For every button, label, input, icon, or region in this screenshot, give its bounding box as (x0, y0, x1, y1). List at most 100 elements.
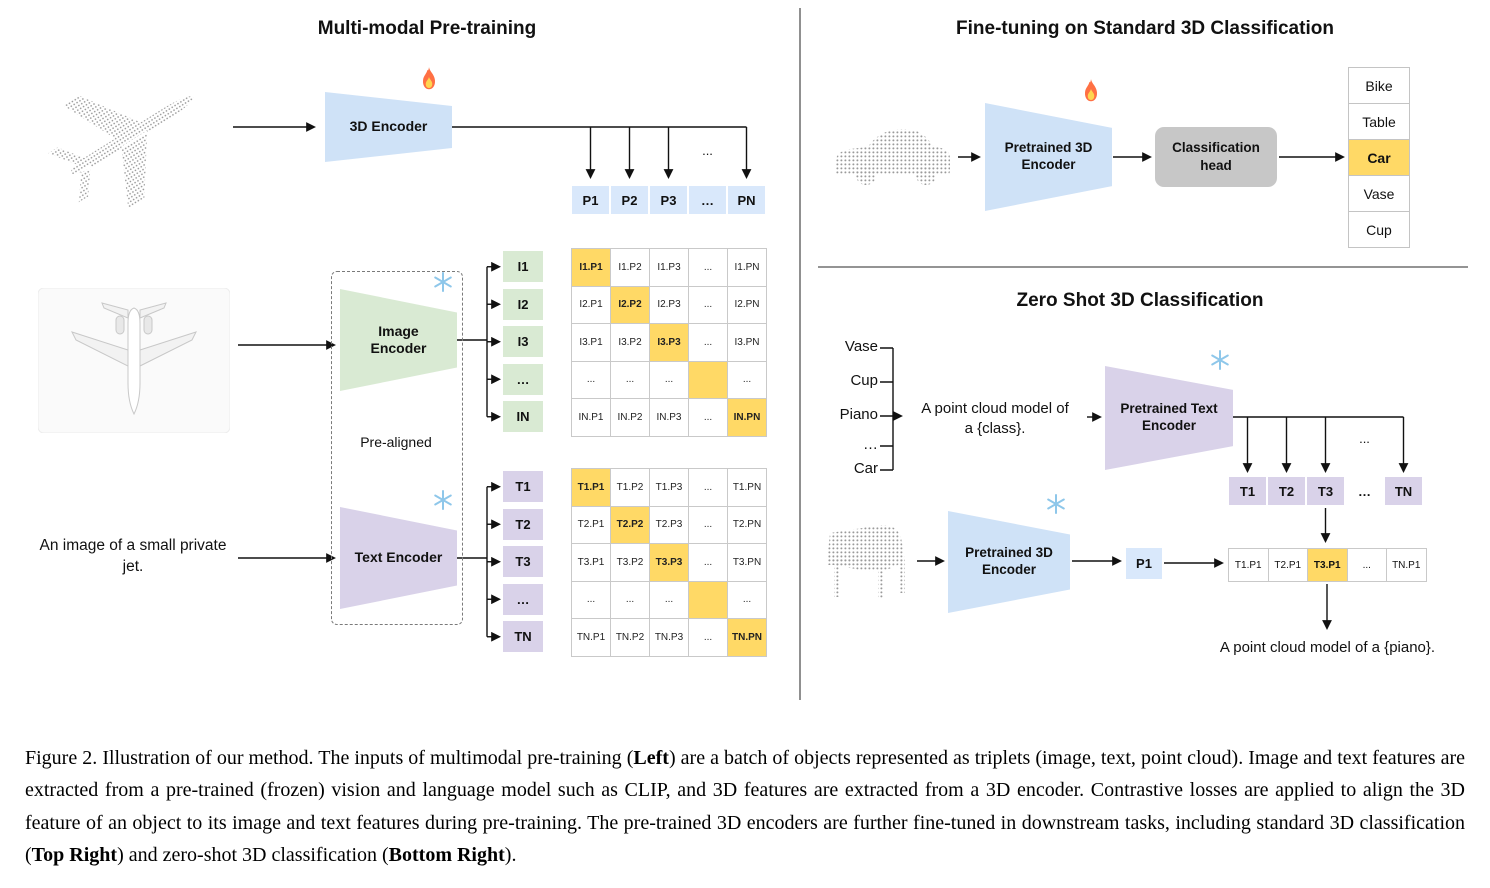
prompt-line2: a {class}. (964, 420, 1026, 438)
sim-cell: T2.P1 (1268, 548, 1308, 582)
snowflake-icon (1047, 494, 1065, 514)
class-row: Vase (1348, 175, 1410, 212)
sim-cell-highlighted: T3.P1 (1308, 548, 1348, 582)
classification-head-block: Classification head (1155, 127, 1277, 187)
matrix-cell: ... (689, 249, 728, 287)
matrix-cell: T2.P2 (611, 506, 650, 544)
matrix-cell: IN.P2 (611, 399, 650, 437)
matrix-cell: I3.P3 (650, 324, 689, 362)
ellipsis-label: ... (1359, 431, 1370, 446)
matrix-cell (689, 581, 728, 619)
matrix-cell: ... (728, 361, 767, 399)
zero-shot-similarity-row: T1.P1 T2.P1 T3.P1 ... TN.P1 (1228, 548, 1427, 582)
matrix-cell: IN.P1 (572, 399, 611, 437)
caption-text: ) are a batch of objects represented as … (25, 747, 1465, 867)
p-cell: P3 (649, 185, 688, 215)
matrix-cell: I2.P2 (611, 286, 650, 324)
sim-cell: TN.P1 (1387, 548, 1427, 582)
matrix-cell: I3.P1 (572, 324, 611, 362)
matrix-cell: I3.P2 (611, 324, 650, 362)
t-label: … (503, 583, 543, 615)
caption-text: ). (504, 844, 517, 867)
t-label: T2 (503, 508, 543, 540)
caption-text: ) and zero-shot 3D classification ( (117, 844, 389, 867)
ellipsis-label: ... (702, 143, 713, 158)
matrix-cell: T3.PN (728, 544, 767, 582)
matrix-cell: I1.P3 (650, 249, 689, 287)
p-cell: P2 (610, 185, 649, 215)
matrix-cell: ... (611, 361, 650, 399)
snowflake-icon (1211, 350, 1229, 370)
text-encoder-label: Text Encoder (354, 549, 443, 566)
bottom-right-section-title: Zero Shot 3D Classification (1016, 290, 1264, 311)
caption-bold-top-right: Top Right (31, 844, 118, 867)
zero-shot-result-text: A point cloud model of a {piano}. (1219, 639, 1436, 656)
p-cell: P1 (571, 185, 610, 215)
zero-shot-class-label: Vase (844, 338, 878, 355)
3d-encoder-block: 3D Encoder (325, 92, 452, 162)
caption-bold-bottom-right: Bottom Right (388, 844, 505, 867)
matrix-cell: T2.PN (728, 506, 767, 544)
matrix-cell: ... (689, 544, 728, 582)
pre-aligned-box (331, 271, 463, 625)
pre-aligned-label: Pre-aligned (360, 434, 432, 450)
t-cell: T2 (1267, 476, 1306, 506)
t-cell: T1 (1228, 476, 1267, 506)
zero-shot-class-label: Cup (850, 372, 878, 389)
matrix-cell: T3.P2 (611, 544, 650, 582)
piano-point-cloud-image (828, 525, 905, 599)
i-label: IN (503, 401, 543, 433)
matrix-cell: IN.P3 (650, 399, 689, 437)
class-row-highlighted: Car (1348, 139, 1410, 176)
matrix-cell: I2.P1 (572, 286, 611, 324)
matrix-cell: ... (728, 581, 767, 619)
classification-head-label: Classification head (1172, 140, 1260, 173)
i-label: I2 (503, 288, 543, 320)
i-label: … (503, 363, 543, 395)
matrix-cell: ... (689, 399, 728, 437)
pretrained-text-encoder-block: Pretrained Text Encoder (1105, 366, 1233, 470)
zero-shot-class-label: Car (853, 460, 878, 477)
jet-photo-image (38, 288, 230, 433)
pretrained-3d-encoder-label: Pretrained 3D Encoder (1004, 140, 1093, 172)
class-row: Cup (1348, 211, 1410, 248)
matrix-cell: ... (572, 361, 611, 399)
text-feature-labels: T1 T2 T3 … TN (503, 468, 543, 656)
matrix-cell: ... (689, 506, 728, 544)
snowflake-icon (434, 490, 452, 510)
matrix-cell: I1.P2 (611, 249, 650, 287)
sim-cell: T1.P1 (1229, 548, 1269, 582)
fire-icon (1084, 79, 1098, 102)
image-encoder-label: Image Encoder (370, 322, 427, 357)
i-label: I1 (503, 251, 543, 283)
prompt-line1: A point cloud model of (921, 400, 1069, 417)
matrix-cell: I2.P3 (650, 286, 689, 324)
point-feature-row: P1 P2 P3 … PN (571, 185, 766, 215)
matrix-cell: I1.P1 (572, 249, 611, 287)
matrix-cell (689, 361, 728, 399)
matrix-cell: TN.PN (728, 619, 767, 657)
zero-shot-class-label: Piano (839, 406, 878, 423)
matrix-cell: T3.P1 (572, 544, 611, 582)
image-feature-labels: I1 I2 I3 … IN (503, 248, 543, 436)
prompt-text: A point cloud model of a {class}. (903, 399, 1087, 440)
matrix-cell: ... (650, 581, 689, 619)
matrix-cell: TN.P1 (572, 619, 611, 657)
matrix-cell: TN.P3 (650, 619, 689, 657)
matrix-cell: T1.P3 (650, 469, 689, 507)
matrix-cell: ... (572, 581, 611, 619)
zero-shot-class-label: … (863, 436, 878, 453)
matrix-cell: T1.PN (728, 469, 767, 507)
t-cell: TN (1384, 476, 1423, 506)
pretrained-3d-encoder-label: Pretrained 3D Encoder (965, 545, 1053, 577)
caption-text: Figure 2. Illustration of our method. Th… (25, 747, 634, 769)
car-point-cloud-image (836, 129, 950, 185)
matrix-cell: I2.PN (728, 286, 767, 324)
matrix-cell: T2.P1 (572, 506, 611, 544)
t-label: T3 (503, 546, 543, 578)
airplane-point-cloud-image (48, 95, 194, 210)
matrix-cell: ... (689, 619, 728, 657)
p-cell: PN (727, 185, 766, 215)
matrix-cell: I1.PN (728, 249, 767, 287)
